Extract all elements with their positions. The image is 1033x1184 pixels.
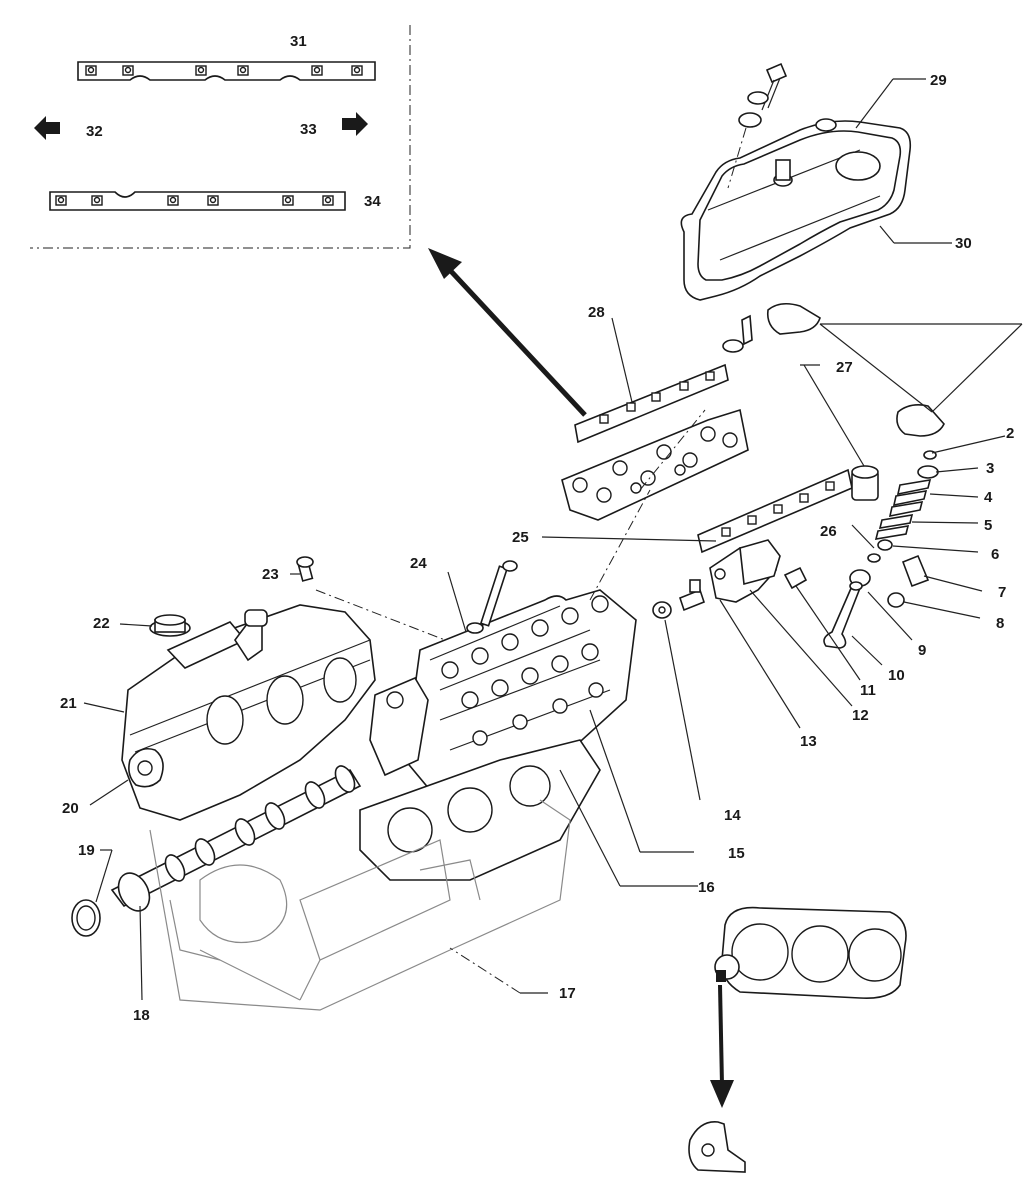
label-23: 23: [262, 566, 279, 583]
label-2: 2: [1006, 425, 1014, 442]
label-15: 15: [728, 845, 745, 862]
label-18: 18: [133, 1007, 150, 1024]
label-32: 32: [86, 123, 103, 140]
small-parts-11-14: [652, 539, 861, 801]
left-bank-head: [121, 556, 446, 821]
pointer-arrow-to-inset: [428, 248, 587, 417]
gasket-detail: [688, 906, 907, 1173]
label-19: 19: [78, 842, 95, 859]
label-8: 8: [996, 615, 1004, 632]
label-4: 4: [984, 489, 993, 506]
label-26: 26: [820, 523, 837, 540]
inset-border: [30, 25, 411, 249]
label-17: 17: [559, 985, 576, 1002]
label-10: 10: [888, 667, 905, 684]
label-14: 14: [724, 807, 741, 824]
label-27: 27: [836, 359, 853, 376]
inset-panel: [30, 25, 411, 249]
valve-train-parts: [823, 435, 1006, 666]
label-24: 24: [410, 555, 427, 572]
label-20: 20: [62, 800, 79, 817]
label-31: 31: [290, 33, 307, 50]
label-30: 30: [955, 235, 972, 252]
rocker-shaft-rail-34: [49, 191, 346, 211]
label-29: 29: [930, 72, 947, 89]
label-28: 28: [588, 304, 605, 321]
head-gasket: [359, 739, 601, 881]
label-21: 21: [60, 695, 77, 712]
rocker-shaft-28: [574, 363, 729, 444]
valve-cover-assembly: [680, 62, 912, 301]
label-13: 13: [800, 733, 817, 750]
label-3: 3: [986, 460, 994, 477]
camshaft: [71, 765, 362, 937]
callout-labels: 2 3 4 5 6 7 8 9 10 11 12 13 14 15 16 17 …: [60, 33, 1014, 1024]
label-9: 9: [918, 642, 926, 659]
rocker-arms-26-27: [722, 302, 1023, 501]
label-7: 7: [998, 584, 1006, 601]
valve-cover-29: [697, 130, 902, 281]
label-5: 5: [984, 517, 992, 534]
arrow-right-icon: [342, 112, 368, 136]
label-11: 11: [860, 682, 876, 699]
arrow-left-icon: [34, 116, 60, 140]
leader-lines: [83, 78, 952, 1001]
rocker-shaft-rail-31: [77, 61, 376, 81]
label-34: 34: [364, 193, 381, 210]
engine-block: [149, 799, 571, 1011]
label-12: 12: [852, 707, 869, 724]
label-6: 6: [991, 546, 999, 563]
label-33: 33: [300, 121, 317, 138]
label-22: 22: [93, 615, 110, 632]
rocker-carrier-block: [561, 408, 749, 521]
label-16: 16: [698, 879, 715, 896]
label-25: 25: [512, 529, 529, 546]
